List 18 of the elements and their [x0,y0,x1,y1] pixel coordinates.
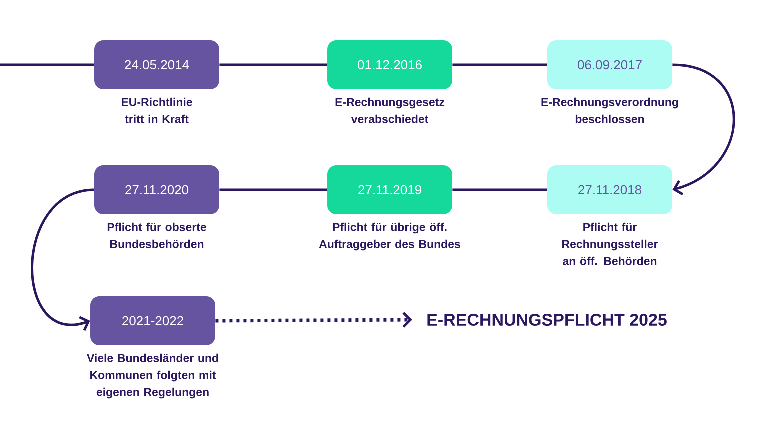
caption-text: EU-Richtlinie tritt in Kraft [122,98,192,124]
date-box: 27.11.2020 [94,166,220,214]
caption-text: E-Rechnungsgesetz verabschiedet [336,98,445,124]
date-box: 27.11.2019 [328,166,452,214]
caption-text: Viele Bundesländer und Kommunen folgten mit eigenen Regelungen [87,354,218,399]
caption-text: E-Rechnungsverordnung beschlossen [542,98,678,124]
heading-text: E-RECHNUNGSPFLICHT 2025 [428,314,667,326]
date-box: 01.12.2016 [328,40,452,90]
connector-arrow [31,188,95,332]
connector-arrow [672,64,736,196]
date-box: 2021-2022 [90,296,216,346]
caption-text: Pflicht für obserte Bundesbehörden [108,222,206,248]
date-box: 27.11.2018 [548,166,672,214]
connector-arrow [216,312,412,328]
caption-text: Pflicht für übrige öff. Auftraggeber des Bundes [319,222,460,251]
date-box: 06.09.2017 [548,40,672,90]
date-box: 24.05.2014 [94,40,220,90]
caption-text: Pflicht für Rechnungssteller an öff. Behörden [562,222,658,266]
